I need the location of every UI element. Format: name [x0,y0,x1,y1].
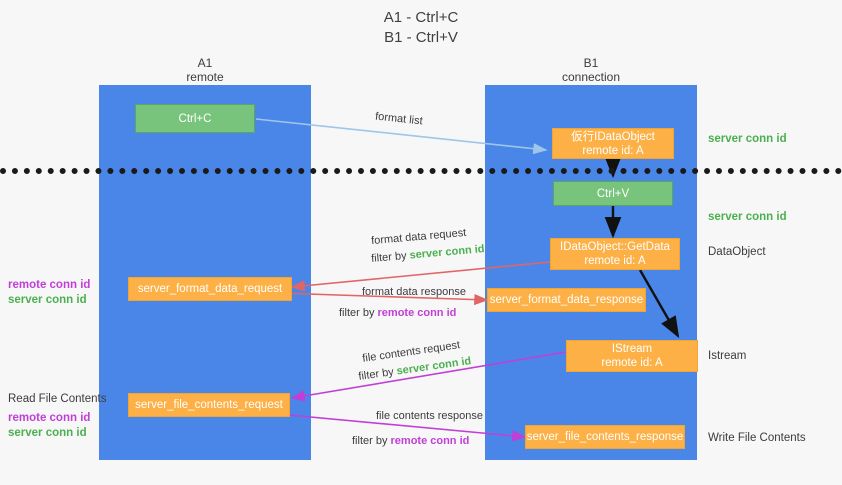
left-label-read-file-contents: Read File Contents [8,393,107,405]
right-label-dataobject: DataObject [708,246,766,258]
lane-header-b1: B1 connection [485,56,697,84]
right-label-istream: Istream [708,350,747,362]
box-idataobject-line-2: remote id: A [582,144,644,157]
edge-filter-value-1: server conn id [409,243,486,262]
box-ctrl-v-label: Ctrl+V [596,187,630,200]
box-idataobject-line-1: 仮行IDataObject [571,130,655,143]
box-server-file-contents-response[interactable]: server_file_contents_response [525,425,685,449]
left-label-server-conn-id-file: server conn id [8,427,87,439]
box-ctrl-v[interactable]: Ctrl+V [553,181,673,206]
lane-a1-role: remote [186,70,224,84]
edge-filter-format-data-response: filter by remote conn id [339,306,456,320]
box-getdata-line-1: IDataObject::GetData [560,241,670,253]
left-label-remote-conn-id-file: remote conn id [8,412,91,424]
edge-filter-prefix-4: filter by [352,435,391,447]
edge-label-file-contents-response: file contents response [376,410,484,422]
lane-b1-role: connection [561,70,621,84]
title-line-1: A1 - Ctrl+C [383,9,459,26]
right-label-server-conn-id-top: server conn id [708,133,787,145]
lane-b1-name: B1 [583,56,599,70]
box-ctrl-c-label: Ctrl+C [178,112,212,125]
edge-label-format-data-response: format data response [362,286,466,298]
box-ctrl-c[interactable]: Ctrl+C [135,104,255,133]
left-label-remote-conn-id-format: remote conn id [8,279,91,291]
edge-filter-prefix-2: filter by [339,307,378,319]
left-labels-file: remote conn id server conn id [8,411,90,441]
box-server-file-contents-request-label: server_file_contents_request [135,399,283,411]
box-server-format-data-request[interactable]: server_format_data_request [128,277,292,301]
box-server-format-data-response-label: server_format_data_response [489,294,644,306]
box-server-format-data-response[interactable]: server_format_data_response [487,288,646,312]
box-istream-line-2: remote id: A [601,357,663,369]
lane-header-a1: A1 remote [99,56,311,84]
box-istream-line-1: IStream [611,343,653,355]
box-server-file-contents-response-label: server_file_contents_response [526,431,684,443]
box-server-format-data-request-label: server_format_data_request [137,283,283,295]
title-line-2: B1 - Ctrl+V [384,29,458,46]
edge-filter-file-contents-response: filter by remote conn id [352,434,469,448]
edge-filter-value-4: remote conn id [390,435,470,447]
box-getdata-line-2: remote id: A [584,255,646,267]
box-idataobject-getdata[interactable]: IDataObject::GetData remote id: A [550,238,680,270]
left-label-server-conn-id-format: server conn id [8,294,87,306]
box-istream[interactable]: IStream remote id: A [566,340,698,372]
diagram-title: A1 - Ctrl+C B1 - Ctrl+V [0,8,842,48]
edge-filter-value-2: remote conn id [377,307,457,319]
left-labels-format: remote conn id server conn id [8,278,90,308]
box-server-file-contents-request[interactable]: server_file_contents_request [128,393,290,417]
right-label-write-file-contents: Write File Contents [708,432,806,444]
right-label-server-conn-id-mid: server conn id [708,211,787,223]
edge-label-format-list: format list [374,110,424,128]
edge-filter-prefix-1: filter by [370,249,411,265]
section-divider [0,168,842,174]
box-idataobject[interactable]: 仮行IDataObject remote id: A [552,128,674,159]
edge-filter-prefix-3: filter by [357,365,398,383]
lane-a1-name: A1 [197,56,213,70]
